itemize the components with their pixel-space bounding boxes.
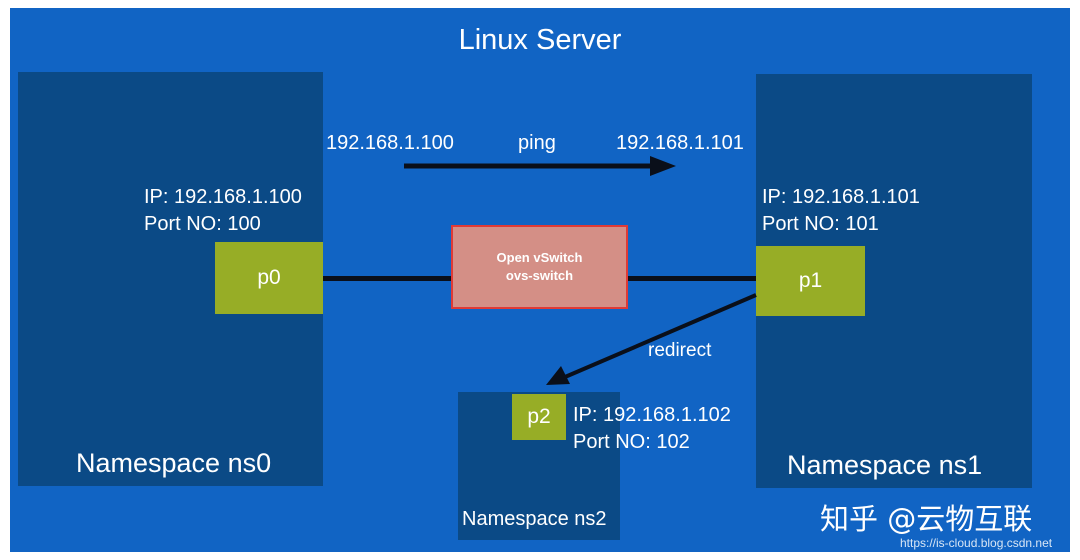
switch-bridge-name: ovs-switch <box>505 268 574 283</box>
p1-info: IP: 192.168.1.101 Port NO: 101 <box>762 184 920 238</box>
arrows-layer <box>404 156 757 385</box>
ping-label: ping <box>518 132 556 154</box>
linux-server: Linux Server Namespace ns0 Namespace ns1… <box>10 8 1070 552</box>
p2-ip: IP: 192.168.1.102 <box>573 404 731 426</box>
port-p2: p2 <box>512 394 566 440</box>
p0-port-no: Port NO: 100 <box>144 213 261 235</box>
wire-switch-p1 <box>628 276 758 281</box>
namespace-ns0-label: Namespace ns0 <box>76 448 272 478</box>
p1-ip: IP: 192.168.1.101 <box>762 186 920 208</box>
ovs-switch-box: Open vSwitch ovs-switch <box>451 225 628 309</box>
p0-ip: IP: 192.168.1.100 <box>144 186 302 208</box>
ping-source-ip: 192.168.1.100 <box>326 132 454 154</box>
namespace-ns1-label: Namespace ns1 <box>787 450 983 480</box>
redirect-arrow <box>546 293 757 385</box>
zhihu-watermark: 知乎 @云物互联 <box>820 502 1033 536</box>
port-p1: p1 <box>756 246 865 316</box>
ping-arrow <box>404 156 676 176</box>
port-p0: p0 <box>215 242 323 314</box>
namespace-ns2-label: Namespace ns2 <box>462 508 607 530</box>
source-url: https://is-cloud.blog.csdn.net <box>900 536 1053 550</box>
p2-info: IP: 192.168.1.102 Port NO: 102 <box>573 402 731 456</box>
ping-destination-ip: 192.168.1.101 <box>616 132 744 154</box>
p1-port-no: Port NO: 101 <box>762 213 879 235</box>
diagram-title: Linux Server <box>458 24 622 56</box>
p0-info: IP: 192.168.1.100 Port NO: 100 <box>144 184 302 238</box>
p2-port-no: Port NO: 102 <box>573 431 690 453</box>
redirect-label: redirect <box>648 340 712 361</box>
switch-name: Open vSwitch <box>496 250 583 265</box>
wire-p0-switch <box>323 276 451 281</box>
